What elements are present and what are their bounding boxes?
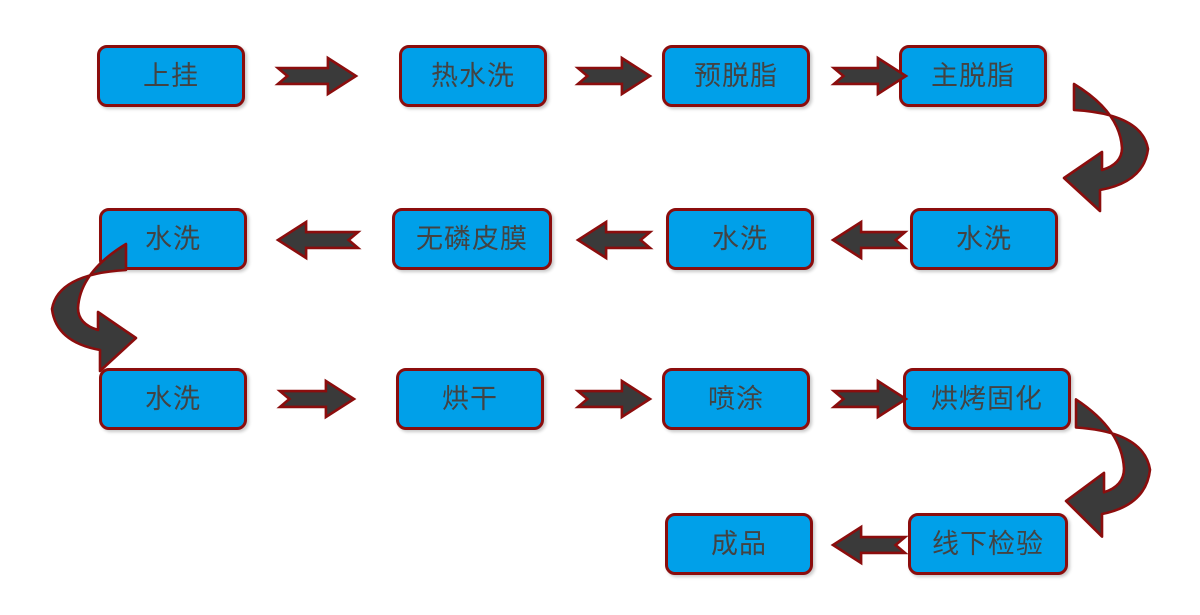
process-node-n5[interactable]: 水洗 (99, 208, 247, 270)
flow-arrow-right (574, 378, 653, 420)
process-node-n3[interactable]: 预脱脂 (662, 45, 810, 107)
process-node-label: 水洗 (145, 223, 201, 255)
flow-arrow-left (830, 219, 909, 261)
process-node-n7[interactable]: 水洗 (666, 208, 814, 270)
flow-arrow-left (830, 524, 909, 566)
process-node-label: 预脱脂 (694, 60, 778, 92)
flow-arrow-right (574, 55, 653, 97)
process-node-label: 烘烤固化 (931, 383, 1043, 415)
process-node-label: 水洗 (956, 223, 1012, 255)
process-node-label: 线下检验 (932, 528, 1044, 560)
process-node-n11[interactable]: 喷涂 (662, 368, 810, 430)
process-node-n2[interactable]: 热水洗 (399, 45, 547, 107)
process-node-label: 主脱脂 (931, 60, 1015, 92)
process-node-n6[interactable]: 无磷皮膜 (392, 208, 552, 270)
process-node-label: 成品 (711, 528, 767, 560)
process-node-label: 热水洗 (431, 60, 515, 92)
flow-curved-arrow-right (1064, 380, 1198, 555)
process-node-n12[interactable]: 烘烤固化 (903, 368, 1071, 430)
process-node-n10[interactable]: 烘干 (396, 368, 544, 430)
process-node-label: 喷涂 (708, 383, 764, 415)
flow-arrow-left (275, 219, 362, 261)
process-node-label: 烘干 (442, 383, 498, 415)
process-node-n1[interactable]: 上挂 (97, 45, 245, 107)
process-node-n9[interactable]: 水洗 (99, 368, 247, 430)
process-node-label: 无磷皮膜 (416, 223, 528, 255)
flow-arrow-right (830, 378, 909, 420)
flow-arrow-right (274, 55, 359, 97)
process-node-label: 水洗 (145, 383, 201, 415)
flow-arrow-right (276, 378, 357, 420)
flow-arrow-right (830, 55, 909, 97)
process-node-n4[interactable]: 主脱脂 (899, 45, 1047, 107)
process-node-n8[interactable]: 水洗 (910, 208, 1058, 270)
process-node-n13[interactable]: 成品 (665, 513, 813, 575)
flow-arrow-left (575, 219, 654, 261)
flow-curved-arrow-right (1062, 66, 1196, 228)
process-node-n14[interactable]: 线下检验 (908, 513, 1068, 575)
process-node-label: 水洗 (712, 223, 768, 255)
process-node-label: 上挂 (143, 60, 199, 92)
